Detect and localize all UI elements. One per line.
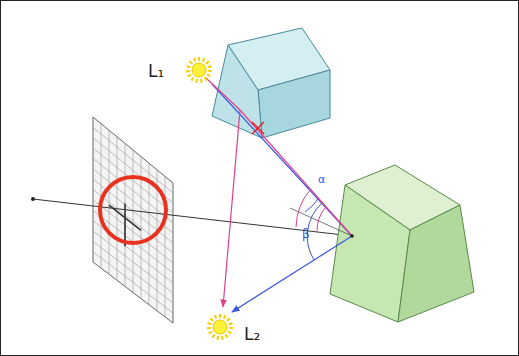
shadow-ray <box>212 84 352 236</box>
highlight-circle <box>100 177 166 243</box>
image-plane-outline <box>93 117 173 323</box>
grid-line <box>93 127 173 193</box>
light-core <box>213 320 227 334</box>
grid-line <box>125 143 126 286</box>
hit-point <box>350 234 354 238</box>
occlusion-mark <box>252 122 264 134</box>
light-l1 <box>188 59 210 81</box>
blue-box <box>212 28 330 138</box>
angle-arc-pink-inner <box>317 207 326 231</box>
angle-arc-alpha <box>305 199 318 212</box>
secondary-ray-l2 <box>223 110 240 307</box>
light-core <box>192 63 206 77</box>
reflected-ray <box>240 110 352 236</box>
green-box-front <box>330 185 410 322</box>
image-plane <box>93 117 173 323</box>
grid-line <box>93 241 173 303</box>
grid-line <box>93 200 173 263</box>
green-box <box>330 165 474 322</box>
surface-normal <box>290 208 352 236</box>
light-label: L₂ <box>244 326 260 343</box>
light-l2 <box>209 316 231 338</box>
blue-box-right <box>258 70 330 138</box>
green-box-right <box>398 205 474 322</box>
shadow-ray-l2 <box>232 236 352 312</box>
light-rays <box>188 59 210 81</box>
pixel-mark <box>109 205 141 230</box>
grid-line <box>93 231 173 293</box>
angle-arc-pink <box>296 190 310 227</box>
light-rays <box>209 316 231 338</box>
angle-label: α <box>318 174 325 185</box>
light-label: L₁ <box>148 63 164 80</box>
angle-label: β <box>302 228 310 240</box>
secondary-shadow-ray <box>206 78 240 110</box>
grid-line <box>93 148 173 213</box>
grid-line <box>93 252 173 313</box>
